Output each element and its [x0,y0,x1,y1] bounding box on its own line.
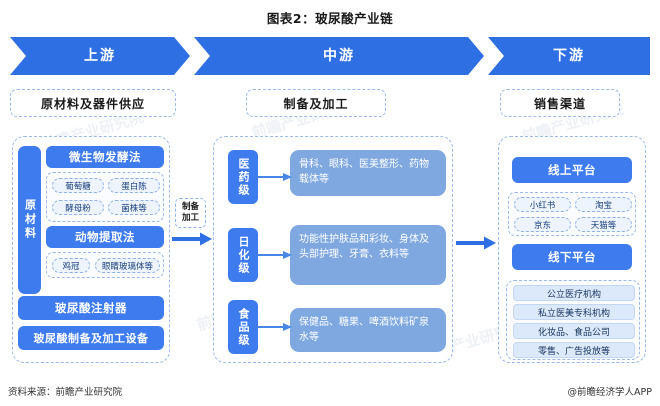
offline-item-private-clinic: 私立医美专科机构 [513,304,635,320]
method-microbial-fermentation[interactable]: 微生物发酵法 [46,146,164,168]
product-injector[interactable]: 玻尿酸注射器 [18,296,164,320]
process-label: 制备 加工 [175,198,206,228]
grade-medical-desc: 骨科、眼科、医美整形、药物载体等 [290,150,446,196]
arrow-upstream-to-midstream [172,232,212,246]
stage-downstream[interactable]: 下游 [488,37,650,75]
tag-taobao: 淘宝 [575,197,632,212]
arrow-grade-cosmetic [258,251,292,259]
tag-strain: 菌株等 [108,200,160,215]
page-title: 图表2：玻尿酸产业链 [266,11,394,26]
fermentation-tag-group: 葡萄糖 蛋白陈 酵母粉 菌株等 [46,172,164,222]
raw-material-label: 原材料 [18,146,41,294]
stage-upstream[interactable]: 上游 [10,37,190,75]
product-equipment[interactable]: 玻尿酸制备及加工设备 [18,326,164,350]
channel-online[interactable]: 线上平台 [512,157,632,183]
arrow-midstream-to-downstream [456,236,496,250]
stage-banner: 上游 中游 下游 [10,37,650,75]
tag-yeast-powder: 酵母粉 [52,200,104,215]
tag-xiaohongshu: 小红书 [514,197,571,212]
method-animal-extraction[interactable]: 动物提取法 [46,226,164,248]
tag-tmall: 天猫等 [575,217,632,232]
offline-item-public-medical: 公立医疗机构 [513,285,635,301]
stage-midstream[interactable]: 中游 [194,37,484,75]
stage-upstream-label: 上游 [84,48,116,64]
tag-glucose: 葡萄糖 [52,178,104,193]
animal-tag-group: 鸡冠 眼睛玻璃体等 [46,252,164,278]
arrow-grade-food [258,323,292,331]
brand-credit: @前瞻经济学人APP [567,387,652,398]
offline-item-retail-ads: 零售、广告投放等 [513,342,635,358]
section-head-midstream: 制备及加工 [246,89,386,117]
process-label-line1: 制备 [181,202,199,212]
grade-cosmetic[interactable]: 日化级 [228,228,258,282]
section-head-downstream: 销售渠道 [500,89,620,117]
grade-food-desc: 保健品、糖果、啤酒饮料矿泉水等 [290,308,446,352]
offline-item-cosmetic-food: 化妆品、食品公司 [513,323,635,339]
source-note: 资料来源：前瞻产业研究院 [8,387,123,398]
grade-medical[interactable]: 医药级 [228,150,258,204]
online-tag-group: 小红书 淘宝 京东 天猫等 [508,192,636,236]
grade-food[interactable]: 食品级 [228,300,258,354]
channel-offline[interactable]: 线下平台 [512,244,632,270]
offline-item-group: 公立医疗机构 私立医美专科机构 化妆品、食品公司 零售、广告投放等 [506,280,640,360]
stage-midstream-label: 中游 [323,48,355,64]
tag-vitreous: 眼睛玻璃体等 [95,258,160,273]
tag-cockscomb: 鸡冠 [52,258,90,273]
stage-downstream-label: 下游 [553,48,585,64]
grade-cosmetic-desc: 功能性护肤品和彩妆、身体及头部护理、牙膏、衣料等 [290,225,446,285]
tag-jd: 京东 [514,217,571,232]
tag-protein: 蛋白陈 [108,178,160,193]
process-label-line2: 加工 [181,213,199,223]
arrow-grade-medical [258,173,292,181]
section-head-upstream: 原材料及器件供应 [10,89,176,117]
